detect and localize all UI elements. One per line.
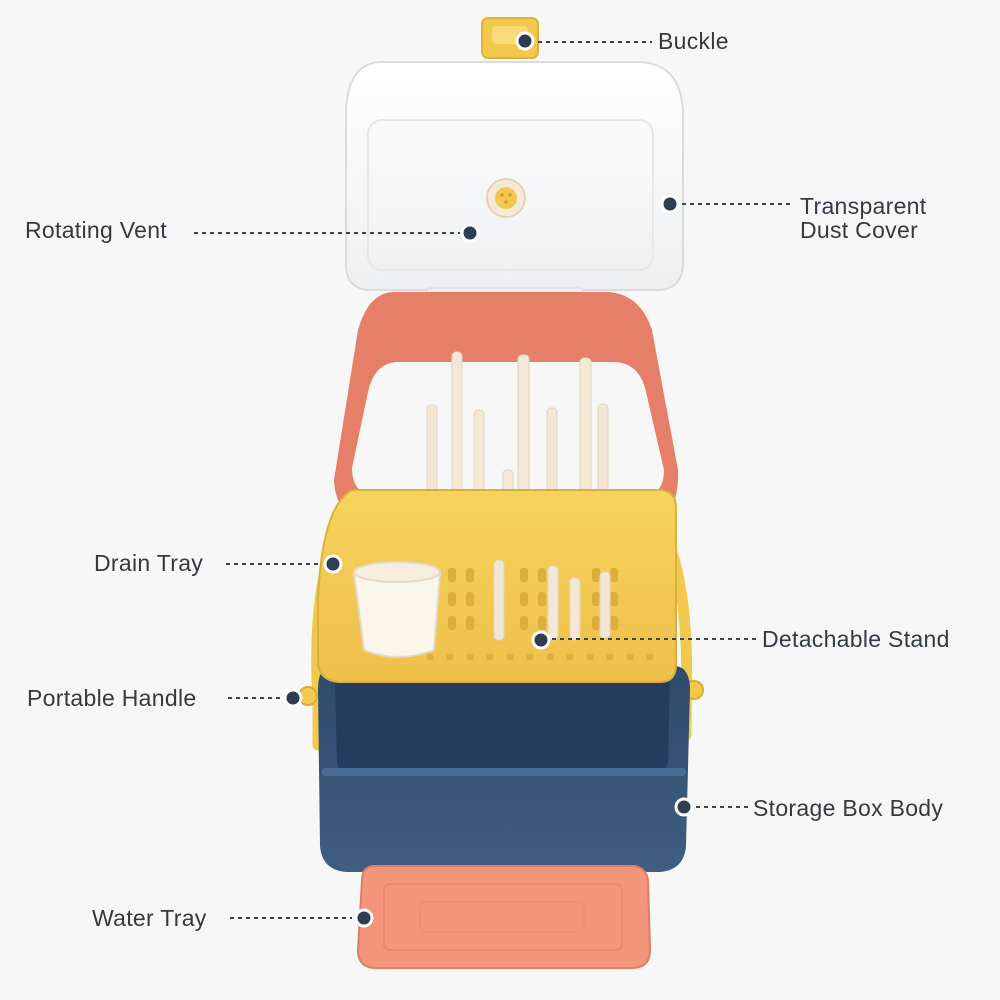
label-detachable-stand: Detachable Stand: [762, 626, 950, 652]
label-rotating-vent: Rotating Vent: [25, 217, 168, 243]
leader-buckle: [515, 31, 652, 51]
label-transparent-dust-cover-line-2: Dust Cover: [800, 217, 919, 243]
leader-rotating-vent: [194, 223, 480, 243]
label-portable-handle: Portable Handle: [27, 685, 197, 711]
leader-portable-handle: [228, 688, 303, 708]
leader-transparent-dust-cover: [660, 194, 792, 214]
leader-drain-tray: [226, 554, 343, 574]
rod-stand-upper: [426, 351, 609, 506]
rod-stand-lower: [493, 559, 611, 641]
leader-detachable-stand: [531, 630, 756, 650]
label-transparent-dust-cover: Transparent Dust Cover: [800, 194, 926, 242]
label-water-tray: Water Tray: [92, 905, 207, 931]
storage-box-body-part: [318, 666, 690, 872]
leader-storage-box-body: [674, 797, 750, 817]
leader-water-tray: [230, 908, 374, 928]
water-tray-part: [356, 865, 652, 969]
label-storage-box-body: Storage Box Body: [753, 795, 944, 821]
label-transparent-dust-cover-line-1: Transparent: [800, 193, 927, 219]
label-buckle: Buckle: [658, 28, 729, 54]
rotating-vent-part: [486, 178, 526, 218]
label-drain-tray: Drain Tray: [94, 550, 204, 576]
